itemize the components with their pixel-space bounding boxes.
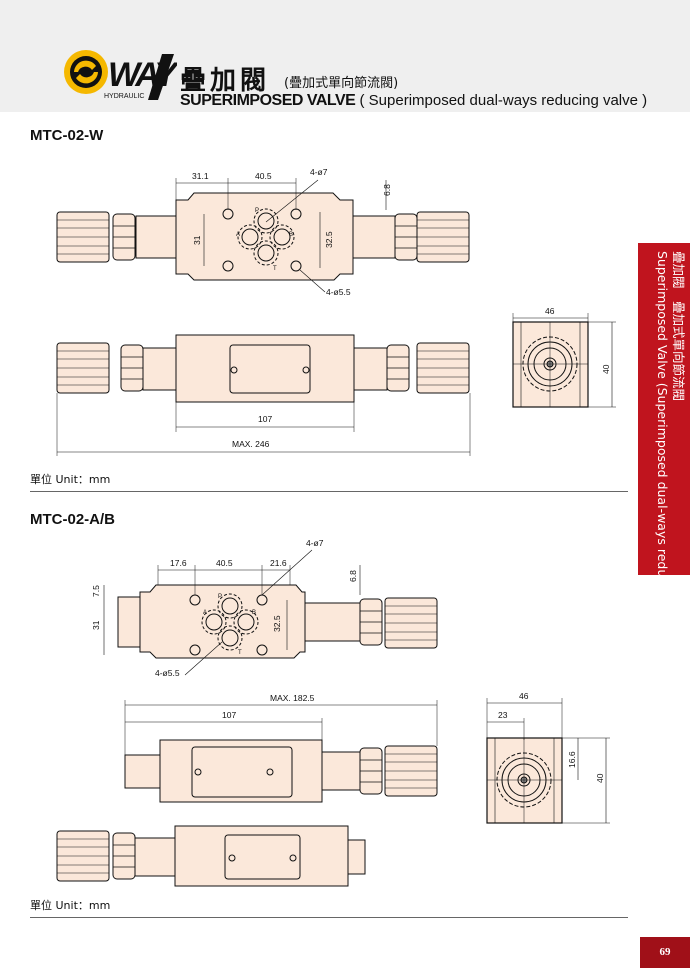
svg-text:A: A [203,610,207,616]
svg-text:21.6: 21.6 [270,558,287,568]
svg-text:31.1: 31.1 [192,171,209,181]
divider [30,491,628,492]
svg-text:6.8: 6.8 [382,184,392,196]
svg-text:4-ø5.5: 4-ø5.5 [155,668,180,678]
svg-text:P: P [218,594,222,600]
svg-text:HYDRAULIC: HYDRAULIC [104,93,144,100]
svg-text:32.5: 32.5 [272,615,282,632]
subtitle-zh: (疊加式單向節流閥) [284,76,399,91]
svg-text:107: 107 [222,710,236,720]
mtc-02-ab-end-view [486,698,610,824]
svg-text:40.5: 40.5 [255,171,272,181]
title-en-bold: SUPERIMPOSED VALVE [180,92,356,109]
svg-text:16.6: 16.6 [567,751,577,768]
svg-text:4-ø7: 4-ø7 [310,167,328,177]
svg-text:MAX. 182.5: MAX. 182.5 [270,693,315,703]
svg-text:A: A [236,232,240,238]
page-number: 69 [640,937,690,968]
mtc-02-w-top-view [56,178,470,293]
svg-text:31: 31 [192,235,202,245]
svg-text:7.5: 7.5 [91,585,101,597]
svg-text:46: 46 [519,691,529,701]
title-zh: 疊加閥 [180,66,271,96]
svg-text:46: 46 [545,306,555,316]
svg-text:40: 40 [595,773,605,783]
svg-text:107: 107 [258,414,272,424]
unit-label-1: 單位 Unit：mm [30,473,111,486]
svg-text:MAX. 246: MAX. 246 [232,439,270,449]
mtc-02-ab-top-view [103,549,438,676]
svg-text:23: 23 [498,710,508,720]
svg-text:T: T [273,266,277,272]
mtc-02-w-front-view [56,334,471,456]
svg-text:4-ø5.5: 4-ø5.5 [326,287,351,297]
svg-text:P: P [255,208,259,214]
mtc-02-w-end-view [512,313,616,408]
oway-logo: WAY HYDRAULIC [64,50,177,100]
divider [30,917,628,918]
svg-text:6.8: 6.8 [348,570,358,582]
side-tab: 疊加閥 疊加式單向節流閥 Superimposed Valve (Superim… [638,243,690,646]
svg-text:4-ø7: 4-ø7 [306,538,324,548]
svg-text:31: 31 [91,620,101,630]
title-en-sub: ( Superimposed dual-ways reducing valve … [359,92,648,109]
unit-label-2: 單位 Unit：mm [30,899,111,912]
model-title-2: MTC-02-A/B [30,511,115,528]
model-title-1: MTC-02-W [30,127,104,144]
svg-text:40: 40 [601,364,611,374]
svg-text:T: T [238,650,242,656]
title-en: SUPERIMPOSED VALVE ( Superimposed dual-w… [180,92,647,110]
mtc-02-ab-side-view [56,825,366,887]
page-header [0,0,690,112]
svg-text:17.6: 17.6 [170,558,187,568]
mtc-02-ab-front-view [124,700,438,803]
svg-text:B: B [289,232,293,238]
svg-text:B: B [252,610,256,616]
svg-text:40.5: 40.5 [216,558,233,568]
svg-text:32.5: 32.5 [324,231,334,248]
